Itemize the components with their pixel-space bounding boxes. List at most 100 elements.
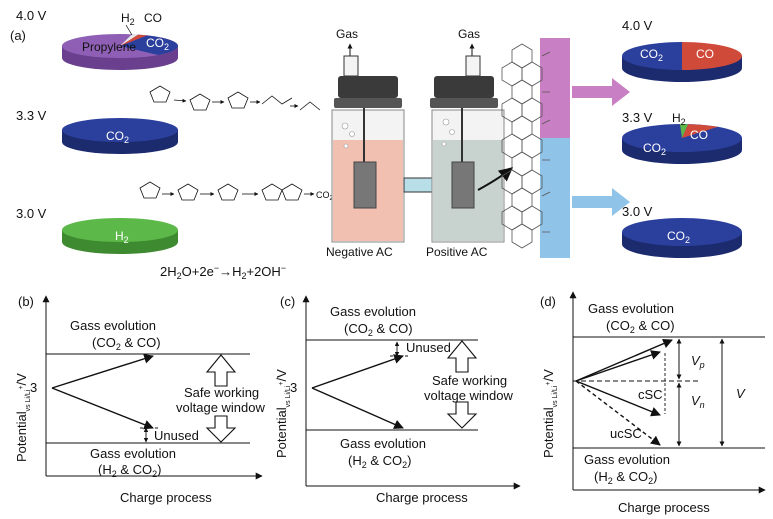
panel-c-negative-curve xyxy=(311,387,404,429)
negative-ac-label: Negative AC xyxy=(326,245,393,259)
carbon-band-reducing xyxy=(540,138,570,258)
positive-gas-port xyxy=(465,55,481,77)
carbon-surface xyxy=(501,38,570,258)
panel-c-tick-3: 3 xyxy=(290,380,297,395)
panel-b-down-hollow-arrow xyxy=(205,415,237,443)
mechanism-co2-label: CO2 xyxy=(316,190,334,202)
negative-cap-top xyxy=(338,76,398,98)
oxidation-mechanism xyxy=(149,85,321,111)
positive-ac-label: Positive AC xyxy=(426,245,488,259)
mech1-arrow-1 xyxy=(173,98,187,103)
panel-d-bottom-line1: Gass evolution xyxy=(584,452,670,467)
water-reduction-equation: 2H2O+2e−→H2+2OH− xyxy=(160,263,286,281)
right-pie-33v-h2-slice xyxy=(680,124,688,138)
negative-bubble-3 xyxy=(343,143,349,149)
right-pie-4v-co-slice xyxy=(682,42,742,70)
arrow-to-3v-products xyxy=(572,188,630,216)
panel-b-top-line1: Gass evolution xyxy=(70,318,156,333)
panel-d-top-line2: (CO2 & CO) xyxy=(606,318,675,335)
positive-cap-bottom xyxy=(430,98,498,108)
panel-d-ucsc-label: ucSC xyxy=(610,426,642,441)
right-pie-30v: 3.0 V CO2 xyxy=(622,204,742,258)
panel-d-xlabel: Charge process xyxy=(618,500,710,515)
panel-c-down-hollow-arrow xyxy=(446,401,478,429)
negative-electrode xyxy=(353,161,377,209)
right-pie-30v-co2-slice xyxy=(622,218,742,246)
panel-b-negative-curve xyxy=(51,387,154,430)
right-pie-33v-co-slice xyxy=(682,124,718,138)
panel-b-bottom-line2: (H2 & CO2) xyxy=(98,462,162,479)
left-pie-30v-voltage: 3.0 V xyxy=(16,206,47,221)
panel-b-tick-3: 3 xyxy=(30,380,37,395)
left-pie-30v-h2-label: H2 xyxy=(115,229,129,245)
open-chain-4 xyxy=(261,95,293,105)
panel-b-top-line2: (CO2 & CO) xyxy=(92,335,161,352)
panel-d-top-line1: Gass evolution xyxy=(588,301,674,316)
right-pie-33v-voltage: 3.3 V xyxy=(622,110,653,125)
right-pie-30v-co2-label: CO2 xyxy=(667,229,690,245)
panel-d-ylabel: Potentialvs Li/Li+/V xyxy=(541,369,559,458)
left-pie-33v-voltage: 3.3 V xyxy=(16,108,47,123)
negative-cap-bottom xyxy=(334,98,402,108)
right-pie-33v-h2-label: H2 xyxy=(672,111,686,127)
left-pie-4v: 4.0 V Propylene CO2 H2 CO xyxy=(16,8,178,70)
panel-d-ucsc-positive xyxy=(575,338,673,382)
left-pie-4v-h2-slice xyxy=(120,34,138,46)
panel-d-csc-negative xyxy=(575,380,661,417)
left-pie-33v-co2-slice xyxy=(62,118,178,142)
positive-electrode xyxy=(451,161,475,209)
red-ring-1 xyxy=(139,181,161,199)
panel-c-label: (c) xyxy=(280,294,295,309)
panel-b-window-line1: Safe working xyxy=(184,385,259,400)
red-ring-3 xyxy=(217,183,239,201)
positive-cap-top xyxy=(434,76,494,98)
right-pie-4v-co-label: CO xyxy=(696,47,714,61)
panel-c-up-hollow-arrow xyxy=(446,340,478,373)
panel-c-top-line1: Gass evolution xyxy=(330,304,416,319)
panel-b-positive-curve xyxy=(51,353,154,389)
right-pie-30v-voltage: 3.0 V xyxy=(622,204,653,219)
right-pie-4v-co2-slice xyxy=(622,42,682,70)
panel-d-ucsc-negative xyxy=(575,380,661,446)
left-pie-4v-co2-label: CO2 xyxy=(146,36,169,52)
panel-b-ylabel: Potentialvs Li/Li+/V xyxy=(14,373,32,462)
open-chain-5 xyxy=(299,101,321,111)
left-pie-4v-h2-leader xyxy=(125,24,133,36)
panel-c-window-line2: voltage window xyxy=(424,388,513,403)
positive-bubble-3 xyxy=(441,141,447,147)
negative-gas-label: Gas xyxy=(336,27,358,41)
panel-c: (c) Gass evolution (CO2 & CO) 3 Unused S… xyxy=(274,294,521,505)
panel-d-vp-label: Vp xyxy=(691,353,705,370)
left-pie-30v-h2-slice xyxy=(62,218,178,242)
panel-d-csc-label: cSC xyxy=(638,387,663,402)
right-pie-4v: 4.0 V CO2 CO xyxy=(622,18,742,82)
panel-c-xlabel: Charge process xyxy=(376,490,468,505)
left-pie-4v-propylene-label: Propylene xyxy=(82,40,136,54)
pc-ring-1 xyxy=(149,85,171,103)
positive-ac-cell: Gas Positive AC xyxy=(426,27,505,259)
right-pie-4v-co2-label: CO2 xyxy=(640,47,663,63)
left-pie-4v-co2-slice xyxy=(120,35,178,55)
pc-ring-3 xyxy=(227,91,249,109)
panel-c-bottom-line2: (H2 & CO2) xyxy=(348,453,412,470)
positive-bubble-1 xyxy=(442,118,450,126)
pc-ring-2 xyxy=(189,93,211,111)
positive-bubble-2 xyxy=(449,129,455,135)
left-pie-33v-co2-label: CO2 xyxy=(106,129,129,145)
left-pie-4v-co-slice xyxy=(120,34,147,46)
graphene-lattice xyxy=(501,43,551,249)
left-pie-4v-voltage: 4.0 V xyxy=(16,8,47,23)
panel-c-unused: Unused xyxy=(406,340,451,355)
positive-gas-label: Gas xyxy=(458,27,480,41)
panel-d-v-label: V xyxy=(736,386,746,401)
red-ring-4 xyxy=(261,183,283,201)
panel-a: (a) 4.0 V Propylene CO2 H2 CO 3.3 V CO2 … xyxy=(10,8,742,281)
negative-bubble-2 xyxy=(349,131,355,137)
panel-c-window-line1: Safe working xyxy=(432,373,507,388)
panel-c-ylabel: Potentialvs Li/Li+/V xyxy=(274,369,292,458)
reduction-mechanism xyxy=(139,181,315,201)
panel-b-label: (b) xyxy=(18,294,34,309)
panel-a-label: (a) xyxy=(10,28,26,43)
panel-d-bottom-line2: (H2 & CO2) xyxy=(594,469,658,486)
salt-bridge xyxy=(403,177,433,193)
